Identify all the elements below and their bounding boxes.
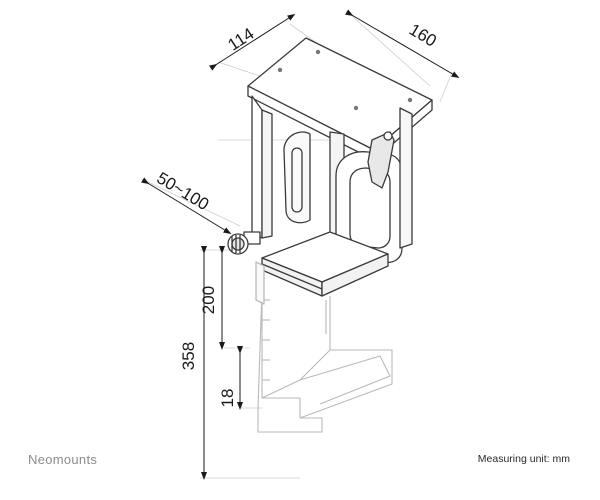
extended-position-ghost [257, 289, 393, 433]
telescopic-column [255, 261, 265, 305]
dim-line-width [345, 9, 460, 79]
pc-holder-mount [227, 37, 433, 433]
label-width: 160 [406, 20, 440, 51]
label-depth: 114 [224, 24, 257, 55]
dim-line-depth [209, 13, 296, 71]
side-clamp-left [283, 131, 311, 224]
adjustment-knob [227, 231, 261, 255]
dimension-lines [141, 9, 460, 480]
label-height-200: 200 [199, 286, 218, 314]
brand-logo-text: Neomounts [28, 452, 98, 467]
left-arm [251, 95, 263, 239]
label-height-358: 358 [179, 342, 198, 370]
measuring-unit-note: Measuring unit: mm [477, 453, 570, 465]
label-height-18: 18 [218, 389, 237, 408]
label-adjust-range: 50~100 [153, 168, 212, 214]
dim-line-range [141, 177, 232, 235]
